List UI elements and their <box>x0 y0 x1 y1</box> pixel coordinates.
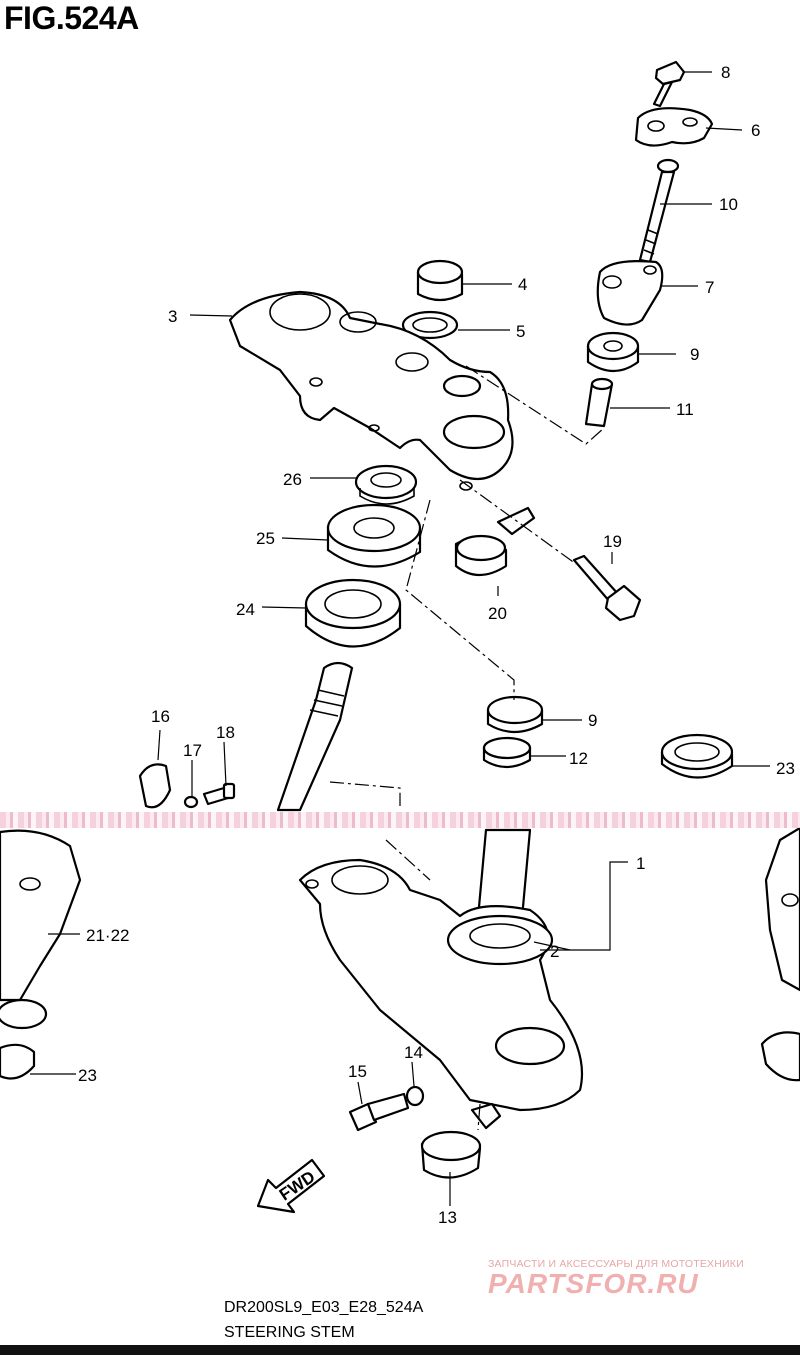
assembly-lines <box>329 365 605 1131</box>
model-code: DR200SL9_E03_E28_524A <box>224 1299 424 1316</box>
part-23-grommet-left <box>0 998 48 1080</box>
part-19-bolt <box>572 554 642 622</box>
callout-19: 19 <box>603 532 622 551</box>
callout-10: 10 <box>719 195 738 214</box>
part-11-collar <box>584 377 614 428</box>
part-23-grommet-right <box>660 733 734 779</box>
part-18-screw <box>202 782 236 806</box>
part-9-cushion-upper <box>586 331 640 373</box>
part-3-upper-bracket <box>228 290 514 491</box>
callout-2: 2 <box>550 942 559 961</box>
callout-21-22: 21·22 <box>86 926 129 945</box>
part-12-collar <box>482 736 532 769</box>
part-5-ring <box>401 310 459 340</box>
callout-18: 18 <box>216 723 235 742</box>
section-name: STEERING STEM <box>224 1324 355 1341</box>
part-1-steering-stem <box>276 661 584 1112</box>
callout-23-right: 23 <box>776 759 795 778</box>
watermark: ЗАПЧАСТИ И АКСЕССУАРЫ ДЛЯ МОТОТЕХНИКИ PA… <box>488 1258 788 1300</box>
callout-9-lower: 9 <box>588 711 597 730</box>
part-20-clamp <box>454 506 536 577</box>
callout-20: 20 <box>488 604 507 623</box>
callout-12: 12 <box>569 749 588 768</box>
callout-5: 5 <box>516 322 525 341</box>
part-4-cap <box>416 259 464 302</box>
part-24-bearing <box>304 578 402 648</box>
scan-seam-artifact <box>0 812 800 828</box>
watermark-subtitle: ЗАПЧАСТИ И АКСЕССУАРЫ ДЛЯ МОТОТЕХНИКИ <box>488 1258 744 1270</box>
bottom-border <box>0 1345 800 1355</box>
callout-17: 17 <box>183 741 202 760</box>
callout-15: 15 <box>348 1062 367 1081</box>
callout-16: 16 <box>151 707 170 726</box>
callout-3: 3 <box>168 307 177 326</box>
callout-25: 25 <box>256 529 275 548</box>
part-25-dust-seal <box>326 503 422 568</box>
part-6-handlebar-holder-upper <box>634 107 714 147</box>
part-9-cushion-lower <box>486 695 544 734</box>
callouts: 8 6 10 4 7 3 5 9 11 26 19 25 20 24 16 18… <box>78 63 795 1227</box>
callout-24: 24 <box>236 600 255 619</box>
part-8-bolt <box>652 60 686 108</box>
part-26-steering-stem-nut <box>354 464 418 505</box>
callout-9-upper: 9 <box>690 345 699 364</box>
callout-26: 26 <box>283 470 302 489</box>
callout-7: 7 <box>705 278 714 297</box>
watermark-logo: PARTSFOR.RU <box>488 1268 699 1299</box>
part-23-grommet-right-lower <box>760 1031 800 1082</box>
figure-title: FIG.524A <box>4 0 139 36</box>
callout-13: 13 <box>438 1208 457 1227</box>
callout-1: 1 <box>636 854 645 873</box>
callout-8: 8 <box>721 63 730 82</box>
part-15-bolt <box>348 1092 410 1132</box>
part-7-handlebar-holder-lower <box>596 260 664 326</box>
diagram-caption: DR200SL9_E03_E28_524A STEERING STEM <box>224 1295 423 1345</box>
part-21-22-bracket-right <box>764 826 800 992</box>
fwd-arrow: FWD <box>256 1158 326 1214</box>
callout-11: 11 <box>676 400 694 419</box>
callout-6: 6 <box>751 121 760 140</box>
callout-23-left: 23 <box>78 1066 97 1085</box>
leader-lines <box>30 71 770 1206</box>
part-16-guide <box>138 763 172 809</box>
part-14-washer <box>405 1085 425 1107</box>
part-17-washer <box>183 795 199 809</box>
part-10-long-bolt <box>638 158 680 264</box>
callout-4: 4 <box>518 275 527 294</box>
part-13-clamp <box>420 1102 502 1179</box>
part-21-22-bracket-left <box>0 829 82 1002</box>
callout-14: 14 <box>404 1043 423 1062</box>
